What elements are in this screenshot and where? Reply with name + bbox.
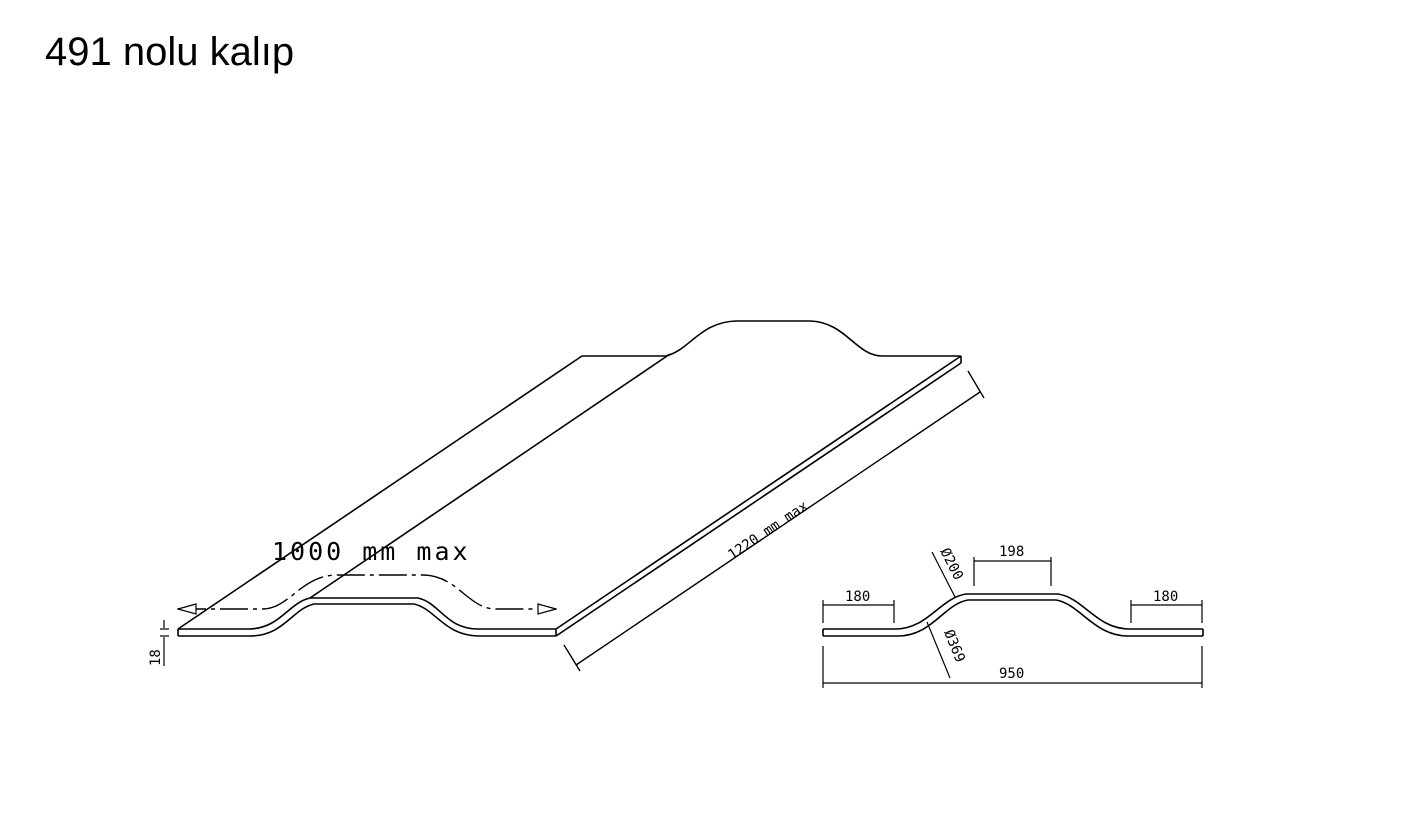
lower-radius-leader (926, 621, 951, 679)
profile-dimensions (822, 551, 1203, 688)
total-width-label: 950 (999, 666, 1024, 682)
length-extension-line-back (967, 370, 985, 399)
profile-bottom-edge (823, 599, 1203, 637)
sheet-back-edge (582, 320, 961, 357)
length-dimension-label: 1220 mm max (725, 498, 811, 563)
width-dimension-label: 1000 mm max (272, 537, 471, 566)
lower-radius-label: Ø369 (940, 628, 967, 665)
page-title: 491 nolu kalıp (45, 30, 295, 74)
thickness-dimension: 18 (148, 620, 169, 666)
isometric-sheet (177, 320, 962, 637)
sheet-ridge-line (309, 353, 671, 599)
right-flat-label: 180 (1153, 589, 1178, 605)
width-dimension-line (178, 574, 556, 609)
width-dimension: 1000 mm max (178, 537, 556, 609)
sheet-right-top-edge (555, 355, 962, 630)
upper-radius-leader (931, 551, 956, 598)
profile-top-edge (823, 593, 1203, 630)
length-extension-line-front (563, 644, 581, 672)
length-dimension: 1220 mm max (563, 370, 985, 672)
sheet-right-bottom-edge (555, 362, 962, 637)
top-flat-label: 198 (999, 544, 1024, 560)
thickness-dimension-label: 18 (148, 649, 164, 666)
upper-radius-label: Ø200 (936, 546, 966, 583)
sheet-front-top-edge (178, 597, 556, 630)
left-flat-label: 180 (845, 589, 870, 605)
sheet-left-edge (177, 355, 583, 630)
profile-view (822, 593, 1204, 637)
profile-dimension-labels: 180 180 198 950 Ø200 Ø369 (845, 544, 1178, 682)
length-dimension-line (575, 391, 981, 666)
